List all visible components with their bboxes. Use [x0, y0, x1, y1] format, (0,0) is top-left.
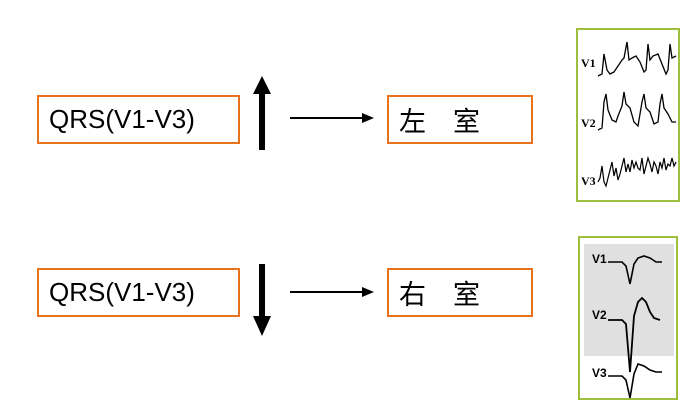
down-arrow-icon: [253, 264, 271, 336]
ecg-lead-label: V1: [581, 56, 596, 70]
ecg-lead-label: V2: [581, 116, 596, 130]
chamber-box-right-ventricle: 右 室: [387, 268, 533, 317]
chamber-label: 左 室: [399, 107, 480, 138]
qrs-label: QRS(V1-V3): [49, 277, 195, 307]
right-arrow-icon: [290, 287, 374, 297]
ecg-tracing-bottom: [608, 255, 662, 399]
ecg-lead-label: V3: [581, 174, 596, 188]
ecg-panel-top: V1 V2 V3: [576, 28, 680, 202]
ecg-lead-label: V2: [592, 308, 607, 322]
right-arrow-icon: [290, 113, 374, 123]
qrs-box-bottom: QRS(V1-V3): [37, 268, 240, 317]
ecg-panel-bottom: V1 V2 V3: [578, 236, 678, 400]
up-arrow-icon: [253, 76, 271, 150]
qrs-box-top: QRS(V1-V3): [37, 95, 240, 144]
chamber-box-left-ventricle: 左 室: [387, 95, 533, 144]
ecg-lead-label: V1: [592, 252, 607, 266]
chamber-label: 右 室: [399, 280, 480, 311]
ecg-tracing-top: [597, 41, 677, 188]
qrs-label: QRS(V1-V3): [49, 104, 195, 134]
ecg-lead-label: V3: [592, 366, 607, 380]
